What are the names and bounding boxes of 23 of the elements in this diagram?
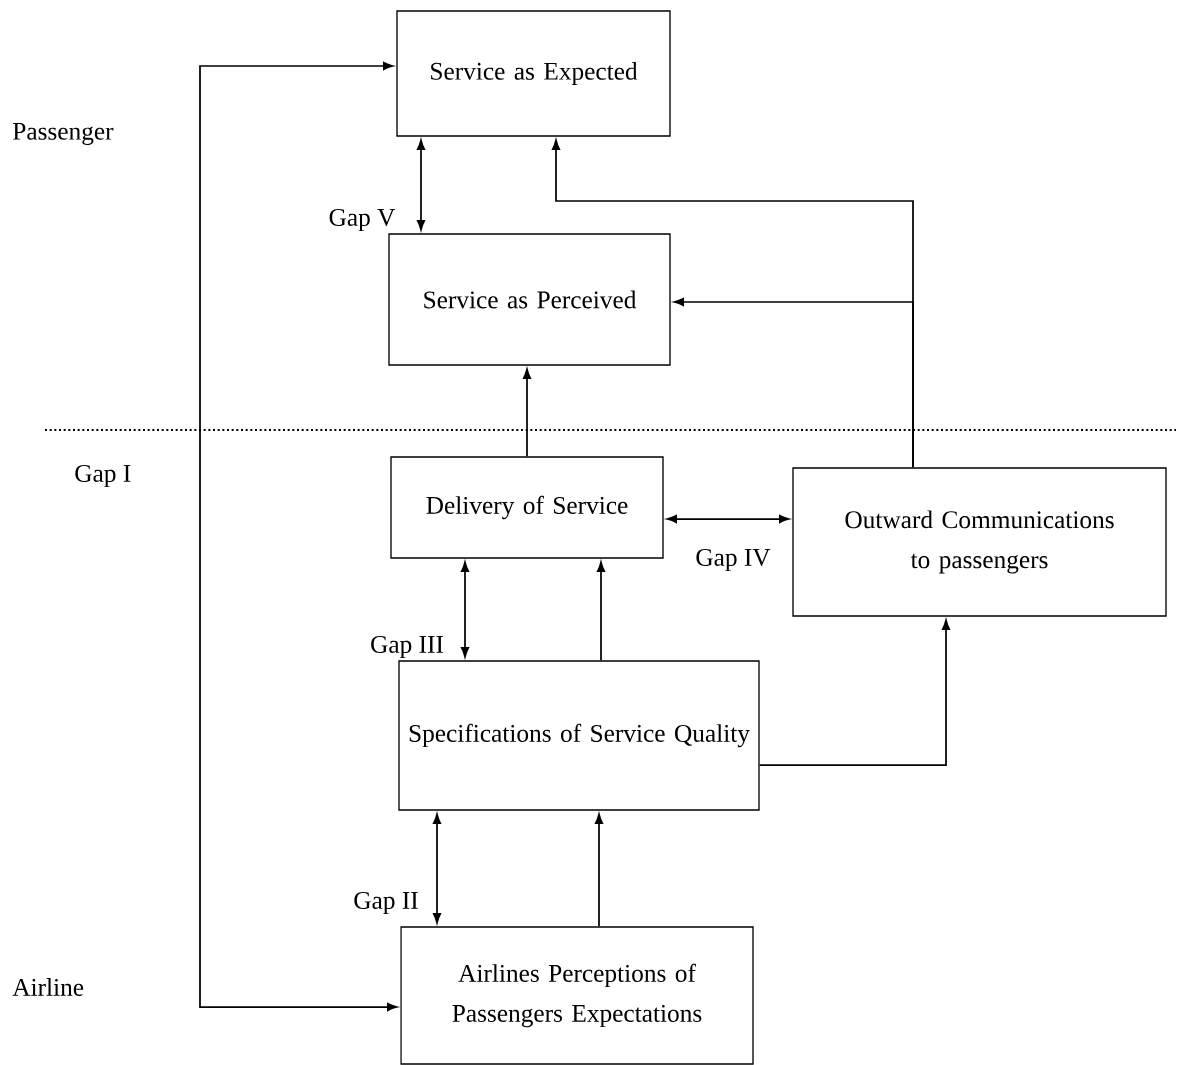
edge-label: Gap V <box>327 207 397 233</box>
arrow <box>416 139 426 231</box>
edge-label: Gap II <box>351 890 421 916</box>
side-label: Passenger <box>13 123 114 145</box>
process-box: Specifications of Service Quality <box>398 660 760 811</box>
arrow <box>460 561 470 658</box>
arrow <box>522 368 532 458</box>
arrow <box>199 61 398 1012</box>
arrow <box>432 813 442 924</box>
side-label: Airline <box>12 978 84 996</box>
process-box: Service as Expected <box>396 10 671 137</box>
edge-label: Gap IV <box>694 547 772 573</box>
process-box: Service as Perceived <box>388 233 671 366</box>
process-box: Airlines Perceptions of Passengers Expectations <box>400 926 754 1065</box>
arrow <box>673 297 914 469</box>
edge-label: Gap III <box>368 634 446 660</box>
arrow <box>596 561 606 662</box>
arrow <box>758 619 951 766</box>
process-box: Delivery of Service <box>390 456 664 559</box>
arrow <box>594 813 604 928</box>
process-box: Outward Communications to passengers <box>792 467 1167 617</box>
side-label: Gap I <box>75 464 131 488</box>
arrow <box>666 514 790 524</box>
